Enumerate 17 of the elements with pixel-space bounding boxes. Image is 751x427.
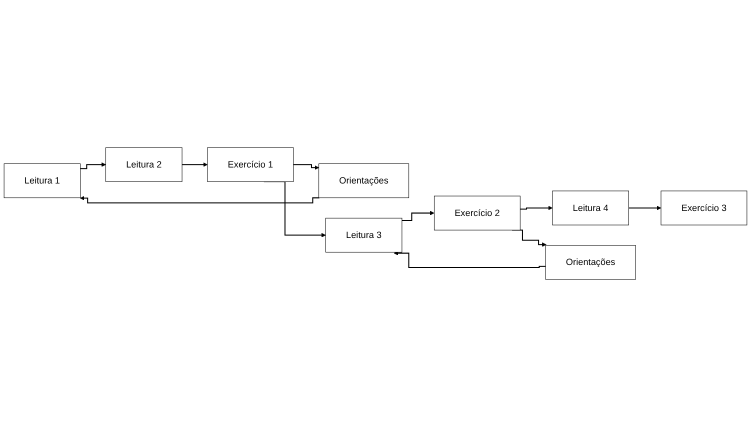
node-box: Leitura 3	[325, 218, 402, 252]
node-box: Leitura 4	[552, 190, 629, 226]
arrow	[394, 250, 546, 268]
arrow	[402, 210, 434, 222]
node-box: Leitura 1	[4, 164, 81, 198]
node-box: Exercício 2	[434, 196, 520, 230]
node-box: Leitura 2	[106, 147, 182, 182]
arrow	[182, 162, 208, 167]
arrow	[80, 162, 106, 170]
node-box: Orientações	[545, 245, 636, 280]
arrow	[80, 196, 320, 204]
arrow	[293, 164, 320, 170]
node-box: Exercício 1	[207, 147, 294, 182]
node-box: Exercício 3	[660, 190, 748, 226]
arrow	[628, 206, 662, 210]
node-box: Orientações	[318, 164, 410, 198]
arrow	[520, 206, 553, 210]
